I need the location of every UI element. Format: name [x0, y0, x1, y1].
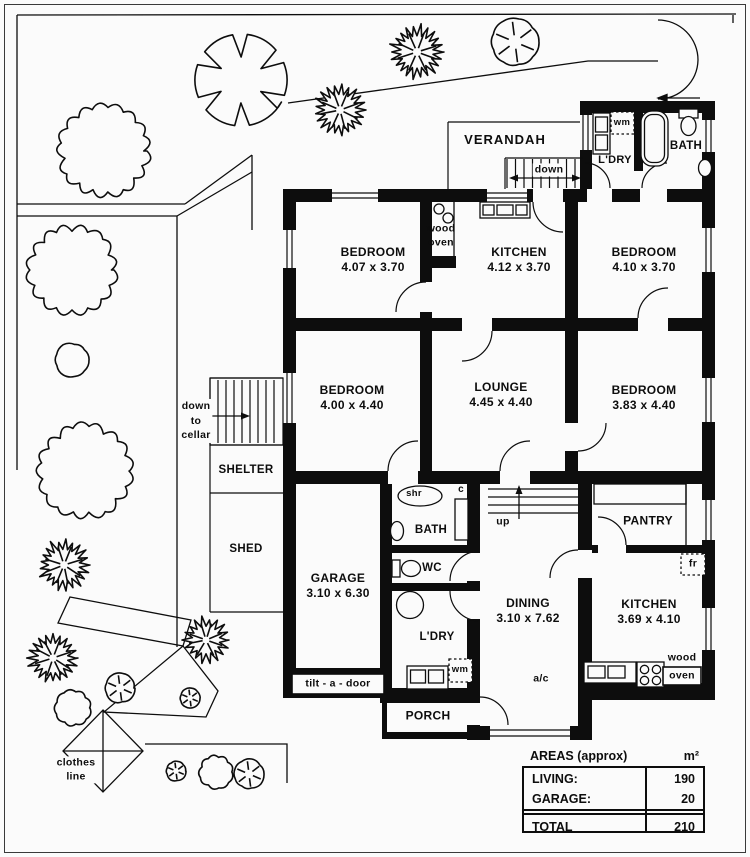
clothes-line-label: clothes line	[54, 756, 98, 784]
door-swings	[387, 162, 669, 726]
room-label-shelter: SHELTER	[218, 463, 274, 476]
tree-icon	[181, 615, 230, 665]
stairs-up-label: up	[494, 515, 512, 529]
room-label-verandah: VERANDAH	[464, 131, 546, 147]
yard-boundary-lines	[4, 4, 746, 853]
kitchen-bench-icon	[479, 201, 531, 219]
direction-arrows	[212, 174, 581, 519]
toilet-icon	[678, 108, 699, 137]
cupboard-label: c	[458, 483, 464, 495]
fence-line	[287, 60, 658, 104]
shower-icon	[397, 485, 443, 507]
cellar-label: down to cellar	[179, 398, 213, 444]
room-label-shed: SHED	[229, 542, 263, 555]
areas-unit: m²	[683, 749, 699, 763]
trees-layer	[25, 17, 540, 790]
room-label-lounge: LOUNGE 4.45 x 4.40	[469, 380, 533, 409]
sink-icon	[583, 661, 637, 684]
tree-icon	[179, 687, 201, 709]
toilet-icon	[391, 559, 422, 578]
tree-icon	[25, 632, 79, 683]
tree-icon	[197, 754, 234, 790]
laundry-tub-icon	[395, 590, 425, 620]
bathtub-icon	[640, 110, 669, 167]
fridge-icon	[680, 553, 706, 576]
wood-label: wood	[667, 651, 697, 664]
basin-icon	[389, 520, 405, 542]
table-row: GARAGE: 20	[532, 791, 695, 806]
room-label-wc: WC	[422, 561, 442, 574]
room-label-laundry: L'DRY	[419, 630, 455, 643]
tree-icon	[38, 538, 91, 592]
gate-arrow-icon	[656, 93, 668, 103]
room-label-bath-rear: BATH	[669, 139, 703, 152]
stairs-up-icon	[488, 488, 578, 514]
tree-icon	[233, 757, 265, 790]
washing-machine-icon	[610, 111, 635, 135]
fridge-label: fr	[688, 557, 698, 570]
room-label-porch: PORCH	[405, 708, 451, 723]
tree-icon	[25, 224, 119, 316]
stove-icon	[636, 661, 665, 688]
cupboard-icon	[454, 498, 469, 541]
ac-label: a/c	[533, 672, 549, 685]
room-label-bath: BATH	[414, 523, 448, 536]
wm-label-front: wm	[451, 664, 469, 676]
room-label-bedroom-e: BEDROOM 3.83 x 4.40	[611, 383, 677, 412]
areas-table: AREAS (approx) m² LIVING: 190 GARAGE: 20…	[522, 749, 705, 834]
room-label-bedroom-w: BEDROOM 4.00 x 4.40	[319, 383, 385, 412]
room-label-pantry: PANTRY	[623, 513, 673, 528]
clothes-line-icon	[62, 709, 144, 793]
tree-icon	[53, 688, 92, 727]
room-label-laundry-rear: L'DRY	[598, 154, 632, 167]
tree-icon	[35, 421, 134, 520]
pantry-shelf-icon	[593, 483, 687, 545]
table-row: TOTAL 210	[532, 819, 695, 834]
gate-icon	[657, 19, 699, 61]
oven-label: oven	[669, 669, 695, 682]
table-row: LIVING: 190	[532, 771, 695, 786]
basin-icon	[697, 158, 713, 178]
tree-icon	[194, 33, 288, 127]
shower-label: shr	[406, 488, 422, 500]
walls	[283, 101, 715, 740]
tree-icon	[490, 17, 540, 67]
room-label-bedroom-nw: BEDROOM 4.07 x 3.70	[340, 245, 406, 274]
room-label-dining: DINING 3.10 x 7.62	[496, 596, 560, 625]
washer-icon	[406, 665, 449, 690]
stairs-cellar-icon	[209, 377, 284, 446]
stairs-down-label: down	[532, 163, 566, 177]
room-label-bedroom-ne: BEDROOM 4.10 x 3.70	[611, 245, 677, 274]
wm-label-rear: wm	[613, 117, 631, 129]
tilt-door-label: tilt - a - door	[305, 677, 371, 690]
room-label-kitchen-top: KITCHEN 4.12 x 3.70	[487, 245, 551, 274]
tree-icon	[56, 102, 152, 199]
wood-oven-label: wood oven	[426, 222, 456, 248]
tree-icon	[389, 22, 445, 81]
room-label-garage: GARAGE 3.10 x 6.30	[306, 571, 370, 600]
tilt-door-box	[291, 673, 385, 695]
oven-box	[662, 666, 702, 686]
garden-path	[57, 596, 192, 647]
windows	[286, 115, 712, 740]
tree-icon	[165, 760, 187, 782]
tree-icon	[104, 672, 136, 704]
table-divider	[645, 768, 647, 831]
table-separator	[524, 809, 703, 815]
areas-title: AREAS (approx)	[530, 749, 628, 763]
scan-frame	[4, 4, 746, 853]
washing-machine-icon	[448, 658, 473, 683]
laundry-trough-icon	[592, 112, 611, 155]
room-label-kitchen: KITCHEN 3.69 x 4.10	[617, 597, 681, 626]
gate-icon	[657, 59, 699, 100]
tree-icon	[314, 83, 367, 137]
fixtures	[291, 108, 713, 695]
tree-icon	[54, 342, 90, 378]
stove-icon	[433, 203, 454, 224]
